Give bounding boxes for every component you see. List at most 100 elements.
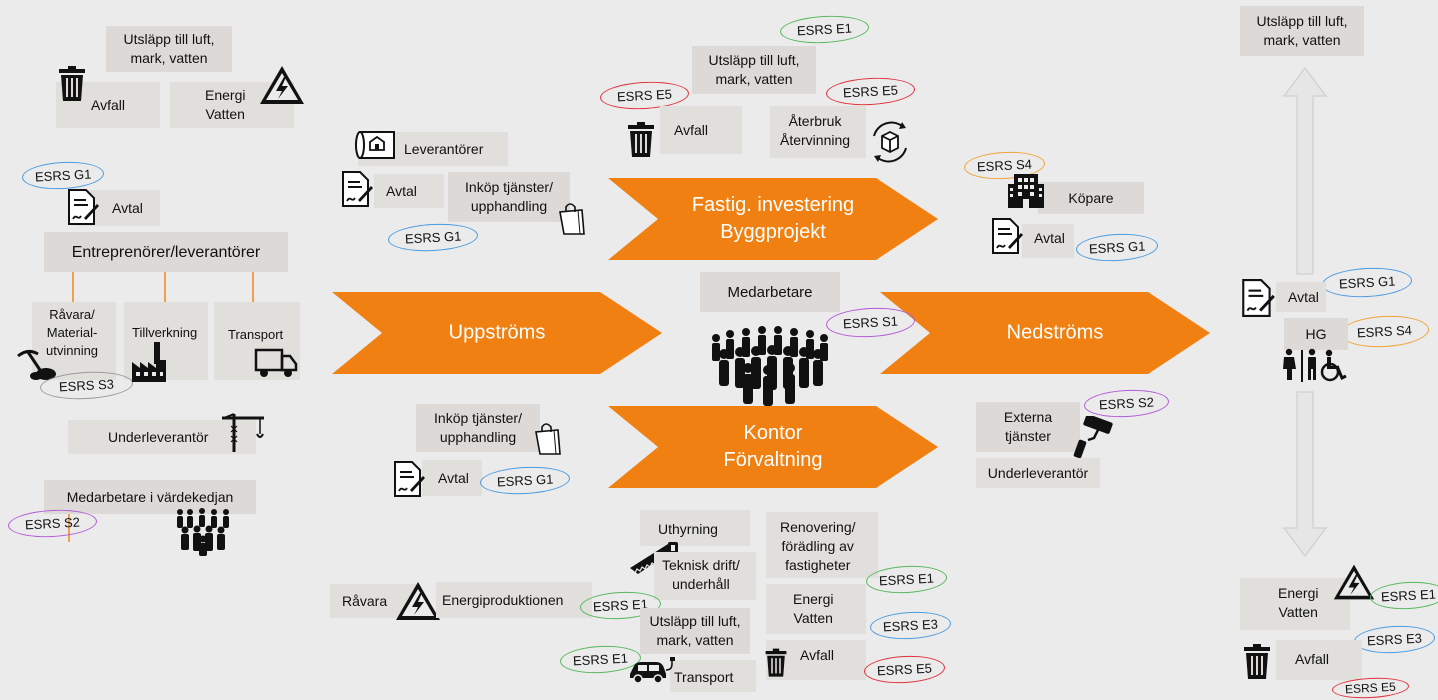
- kontor-label: Kontor Förvaltning: [608, 420, 938, 474]
- connector-line-4: [68, 514, 70, 542]
- medarbetare-box: Medarbetare: [700, 272, 840, 312]
- downstream-avtal-box: [1022, 224, 1074, 258]
- upper-avfall-label: Avfall: [674, 122, 708, 138]
- contract-icon: [1240, 278, 1276, 318]
- upper-esrs-e1-badge: ESRS E1: [779, 13, 870, 46]
- fastig-arrow: Fastig. investering Byggprojekt: [608, 178, 938, 260]
- lower-transport-label: Transport: [674, 669, 734, 685]
- nedstroms-arrow: Nedströms: [880, 292, 1210, 374]
- fastig-label-line1: Fastig. investering: [691, 194, 855, 216]
- ravara-line1: Råvara/: [49, 307, 95, 322]
- connector-line-1: [72, 272, 74, 302]
- kopare-box: Köpare: [1038, 182, 1144, 214]
- entreprenorer-box: Entreprenörer/leverantörer: [44, 232, 288, 272]
- kontor-label-line2: Förvaltning: [723, 449, 823, 471]
- high-voltage-icon: [1332, 562, 1376, 602]
- upper-avtal-label: Avtal: [386, 183, 417, 199]
- left-utslapp-line2: mark, vatten: [130, 50, 208, 66]
- ravara-line2: Material-: [46, 325, 98, 340]
- recycle-box-icon: [866, 118, 914, 166]
- downstream-underleverantor-box: Underleverantör: [976, 458, 1100, 488]
- crane-icon: [220, 412, 266, 452]
- left-avtal-label: Avtal: [112, 200, 143, 216]
- lower-inkop-line1: Inköp tjänster/: [434, 410, 522, 426]
- left-underleverantor-label: Underleverantör: [108, 429, 209, 445]
- down-arrow: [1282, 390, 1328, 560]
- energiproduktionen-label: Energiproduktionen: [442, 592, 564, 608]
- uppstroms-label: Uppströms: [448, 321, 546, 344]
- up-arrow: [1282, 66, 1328, 276]
- left-esrs-g1-badge: ESRS G1: [21, 159, 106, 192]
- right-avtal-box: [1276, 282, 1326, 312]
- aterbruk-line1: Återbruk: [788, 113, 842, 129]
- teknisk-box: [654, 552, 756, 600]
- shopping-bag-icon: [532, 420, 564, 456]
- teknisk-label: Teknisk drift/ underhåll: [662, 556, 740, 594]
- entreprenorer-label: Entreprenörer/leverantörer: [71, 243, 261, 261]
- lower-esrs-e5-badge: ESRS E5: [863, 653, 946, 686]
- trash-icon: [1242, 642, 1272, 682]
- right-energi-line2: Vatten: [1278, 604, 1318, 620]
- electric-car-icon: [628, 656, 678, 684]
- ravara-box: [32, 302, 116, 380]
- people-accessibility-icon: [1282, 348, 1348, 382]
- lower-transport-box: [670, 660, 756, 692]
- teknisk-line2: underhåll: [672, 576, 730, 592]
- fastig-label: Fastig. investering Byggprojekt: [608, 192, 938, 246]
- lower-utslapp-box: Utsläpp till luft, mark, vatten: [640, 608, 750, 654]
- aterbruk-label: Återbruk Återvinning: [780, 112, 850, 150]
- right-esrs-e1-badge: ESRS E1: [1369, 580, 1438, 611]
- lower-inkop-box: Inköp tjänster/ upphandling: [416, 404, 540, 452]
- renovering-line3: fastigheter: [785, 557, 851, 573]
- left-energi-line1: Energi: [205, 87, 246, 103]
- connector-line-3: [252, 272, 254, 302]
- fastig-label-line2: Byggprojekt: [720, 221, 826, 243]
- contract-icon: [990, 216, 1024, 256]
- lower-avtal-box: [422, 460, 482, 496]
- lower-ravara-label: Råvara: [342, 593, 388, 609]
- paint-roller-icon: [1070, 416, 1114, 460]
- renovering-box: [766, 512, 878, 578]
- right-utslapp-line2: mark, vatten: [1263, 32, 1341, 48]
- ravara-line3: utvinning: [46, 343, 99, 358]
- contract-icon: [66, 188, 100, 226]
- hg-label: HG: [1305, 325, 1327, 342]
- left-energi-label: Energi Vatten: [205, 86, 245, 124]
- lower-utslapp-line2: mark, vatten: [656, 632, 734, 648]
- kontor-label-line1: Kontor: [743, 422, 803, 444]
- connector-line-2: [164, 272, 166, 302]
- downstream-underleverantor-label: Underleverantör: [987, 464, 1089, 481]
- upper-inkop-line1: Inköp tjänster/: [465, 179, 553, 195]
- kopare-label: Köpare: [1068, 189, 1114, 206]
- renovering-line1: Renovering/: [780, 519, 856, 535]
- upper-inkop-box: Inköp tjänster/ upphandling: [448, 172, 570, 222]
- mining-icon: [16, 348, 56, 380]
- left-esrs-s2-badge: ESRS S2: [7, 507, 98, 540]
- left-avfall-label: Avfall: [91, 97, 125, 113]
- right-avfall-box: [1276, 640, 1362, 680]
- kontor-arrow: Kontor Förvaltning: [608, 406, 938, 488]
- saw-icon: [628, 540, 680, 576]
- hg-box: HG: [1284, 318, 1348, 350]
- lower-inkop-line2: upphandling: [439, 429, 517, 445]
- upper-utslapp-box: Utsläpp till luft, mark, vatten: [692, 46, 816, 94]
- medarbetare-vardekedjan-label: Medarbetare i värdekedjan: [66, 488, 234, 505]
- left-utslapp-box: Utsläpp till luft, mark, vatten: [106, 26, 232, 72]
- blueprint-icon: [354, 128, 396, 162]
- contract-icon: [340, 170, 374, 208]
- lower-energi-label: Energi Vatten: [793, 590, 833, 628]
- nedstroms-label: Nedströms: [1006, 321, 1104, 344]
- right-energi-box: [1240, 578, 1350, 630]
- trash-icon: [764, 648, 788, 678]
- trash-icon: [626, 122, 656, 158]
- high-voltage-icon: [394, 580, 442, 622]
- upper-esrs-g1-badge: ESRS G1: [387, 221, 480, 254]
- right-energi-label: Energi Vatten: [1278, 584, 1318, 622]
- uthyrning-label: Uthyrning: [658, 521, 718, 537]
- high-voltage-icon: [258, 64, 306, 106]
- right-esrs-e3-badge: ESRS E3: [1353, 623, 1436, 656]
- lower-energi-line1: Energi: [793, 591, 834, 607]
- right-avfall-label: Avfall: [1295, 651, 1329, 667]
- upper-utslapp-line1: Utsläpp till luft,: [708, 52, 800, 68]
- right-esrs-g1-badge: ESRS G1: [1321, 265, 1414, 300]
